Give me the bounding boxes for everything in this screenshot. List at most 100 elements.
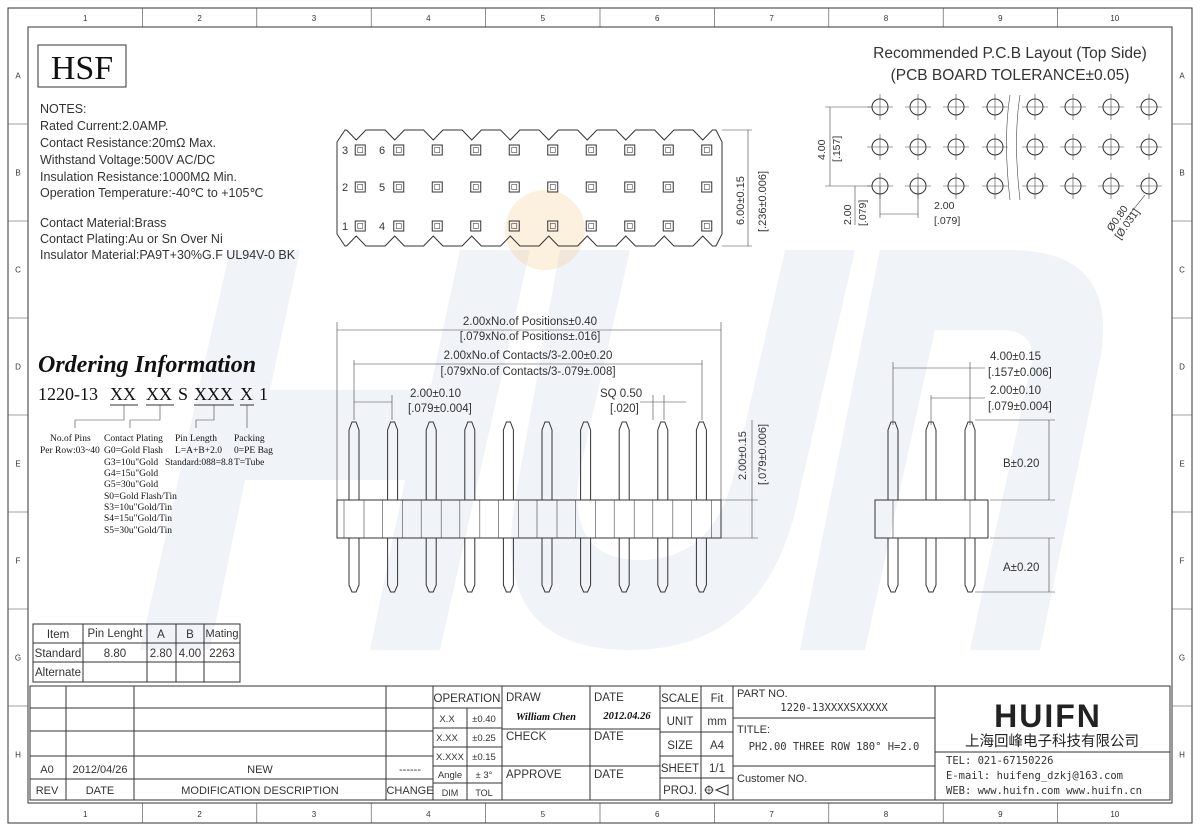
customer-label: Customer NO. [737, 773, 807, 785]
dim-pitch: 2.00±0.10 [410, 388, 461, 400]
side-pin-lower [925, 538, 937, 593]
pin-square [508, 181, 520, 193]
pin-square [585, 181, 597, 193]
pin-square [547, 181, 559, 193]
pin-square-inner [357, 184, 364, 190]
table-cell: Alternate [35, 667, 81, 679]
dim-row-pitch-in: [.157] [831, 136, 843, 162]
pin-square [393, 144, 405, 156]
pin-upper [618, 421, 630, 500]
part-prefix: 1220-13 [38, 384, 98, 404]
pin-square [470, 220, 482, 232]
pin-square-inner [703, 184, 710, 190]
tol-foot-dim: DIM [442, 788, 459, 798]
pin-square-inner [357, 223, 364, 229]
pin-square-inner [588, 223, 595, 229]
company-tel: TEL: 021-67150226 [946, 755, 1053, 767]
dim-a: A±0.20 [1003, 562, 1039, 574]
pin-square-inner [472, 147, 479, 153]
header-desc: MODIFICATION DESCRIPTION [181, 785, 339, 797]
pin-square-inner [472, 184, 479, 190]
table-header: B [186, 629, 194, 641]
plating-label: Contact Plating [104, 434, 163, 444]
pin-lower [657, 538, 669, 593]
plating-option: G4=15u"Gold [104, 469, 158, 479]
part-seg-length: XXX [194, 384, 233, 404]
note-line: Contact Material:Brass [40, 216, 166, 230]
approve-date-label: DATE [594, 769, 624, 781]
column-marker: 1 [83, 810, 88, 819]
column-marker: 10 [1110, 810, 1119, 819]
pin-square [547, 144, 559, 156]
plating-option: G5=30u"Gold [104, 480, 158, 490]
pin-square [662, 220, 674, 232]
pin-lower [425, 538, 437, 593]
row-marker: F [16, 557, 21, 566]
pin-square [431, 220, 443, 232]
row-label: 6 [379, 145, 385, 157]
pin-lower [502, 538, 514, 593]
side-view: 4.00±0.15 [.157±0.006] 2.00±0.10 [.079±0… [874, 351, 1055, 593]
part-seg-packing: X [240, 384, 253, 404]
sheet-value: 1/1 [709, 763, 725, 775]
dim-col-pitch: 2.00 [934, 200, 955, 212]
pin-upper [348, 421, 360, 500]
note-line: Contact Resistance:20mΩ Max. [40, 136, 216, 150]
plating-option: S5=30u"Gold/Tin [104, 526, 172, 536]
row-marker: H [1179, 751, 1185, 760]
tol-value: ±0.25 [472, 733, 496, 744]
plating-option: G0=Gold Flash [104, 446, 163, 456]
pin-square-inner [665, 184, 672, 190]
dim-positions: 2.00xNo.of Positions±0.40 [463, 316, 597, 328]
note-line: Insulation Resistance:1000MΩ Min. [40, 170, 237, 184]
pin-square-inner [549, 184, 556, 190]
revision-desc: NEW [247, 764, 273, 776]
pin-square [662, 181, 674, 193]
pin-square [547, 220, 559, 232]
row-marker: A [15, 72, 21, 81]
header-date: DATE [86, 785, 115, 797]
part-no-label: PART NO. [737, 688, 788, 700]
scale-value: Fit [711, 693, 725, 705]
table-cell: Standard [35, 648, 82, 660]
header-change: CHANGE [386, 785, 433, 797]
pin-square-inner [511, 147, 518, 153]
title-label: TITLE: [737, 724, 770, 736]
pin-square-inner [472, 223, 479, 229]
row-marker: H [15, 751, 21, 760]
pin-square-inner [703, 223, 710, 229]
dim-row-spacing-in: [.079] [857, 200, 869, 226]
pin-upper [695, 421, 707, 500]
pin-lower [618, 538, 630, 593]
pin-square [470, 144, 482, 156]
column-marker: 5 [541, 810, 546, 819]
tol-dim: X.X [439, 714, 455, 725]
tolerance-title: OPERATION [434, 693, 501, 705]
column-marker: 8 [884, 14, 889, 23]
pins-value: Per Row:03~40 [40, 446, 100, 456]
note-line: Contact Plating:Au or Sn Over Ni [40, 232, 223, 246]
pin-square-inner [434, 184, 441, 190]
row-label: 4 [379, 221, 385, 233]
dim-row-spacing: 2.00 [842, 204, 854, 225]
pin-square-inner [626, 223, 633, 229]
sheet-label: SHEET [661, 763, 699, 775]
pin-lower [464, 538, 476, 593]
plating-option: S0=Gold Flash/Tin [104, 492, 177, 502]
dim-contacts: 2.00xNo.of Contacts/3-2.00±0.20 [444, 350, 613, 362]
dim-contacts-in: [.079xNo.of Contacts/3-.079±.008] [440, 366, 615, 378]
row-marker: A [1179, 72, 1185, 81]
revision-rev: A0 [40, 764, 53, 776]
hsf-logo-box [37, 44, 127, 88]
side-pin-upper [964, 421, 976, 500]
size-value: A4 [710, 740, 725, 752]
row-marker: E [1179, 460, 1184, 469]
column-marker: 6 [655, 14, 660, 23]
dim-square-in: [.020] [610, 403, 639, 415]
packing-option: T=Tube [234, 458, 264, 468]
pin-length-label: Pin Length [175, 434, 217, 444]
pin-upper [502, 421, 514, 500]
pin-square-inner [665, 147, 672, 153]
revision-change: ------ [399, 764, 421, 776]
